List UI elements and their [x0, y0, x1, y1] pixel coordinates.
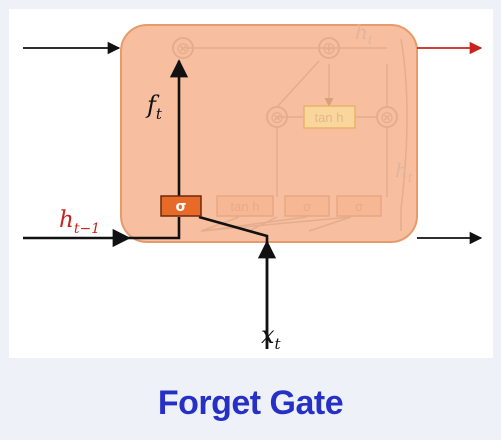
faded-multiply-forget-icon	[172, 37, 194, 59]
faded-tanh-cell-box	[303, 105, 356, 129]
faded-cell-wiring	[185, 38, 408, 232]
faded-add-icon	[318, 37, 340, 59]
input-label: xt	[261, 321, 282, 353]
multiply-symbol-1: ⊗	[176, 39, 190, 59]
faded-tanh-gate-label: tan h	[231, 199, 260, 214]
hidden-out-label: ht	[355, 20, 373, 47]
multiply-symbol-2: ⊗	[270, 108, 284, 128]
faded-multiply-input-icon	[266, 106, 288, 128]
add-symbol: ⊕	[322, 39, 336, 59]
caption-title: Forget Gate	[157, 384, 344, 422]
faded-gate-boxes	[216, 195, 382, 217]
multiply-symbol-3: ⊗	[380, 108, 394, 128]
faded-sigma-gate-2-label: σ	[303, 199, 311, 214]
faded-multiply-output-icon	[376, 106, 398, 128]
hidden-side-label: ht	[395, 158, 413, 185]
forget-sigma-gate-label: σ	[176, 199, 187, 215]
faded-tanh-cell-label: tan h	[315, 110, 344, 125]
forget-gate-path	[23, 59, 277, 349]
faded-sigma-gate-3-label: σ	[355, 199, 363, 214]
faded-operators	[172, 37, 398, 128]
lstm-forget-gate-diagram: ⊗ ⊕ ⊗ ⊗ tan h tan h σ σ ht ht σ ft ht−1 …	[23, 20, 483, 353]
prev-hidden-label: ht−1	[59, 207, 100, 237]
forget-sigma-gate	[160, 195, 202, 217]
